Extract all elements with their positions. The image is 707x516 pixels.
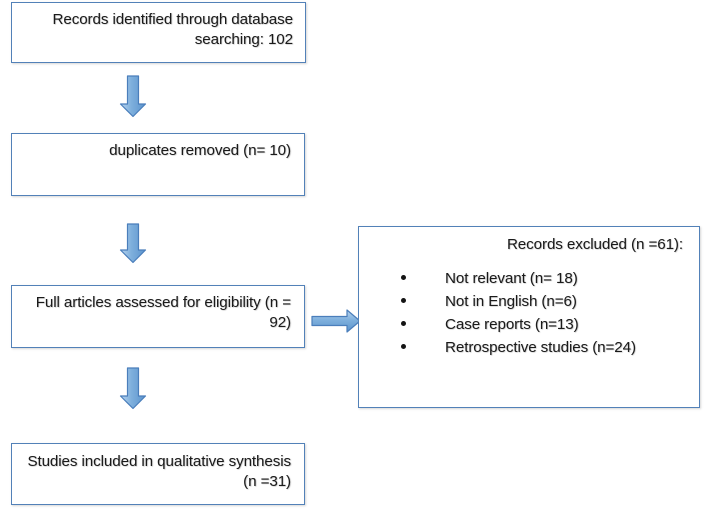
list-item: Not relevant (n= 18): [373, 267, 689, 290]
box-records-identified: Records identified through database sear…: [11, 2, 306, 63]
eligibility-line1: Full articles assessed for eligibility (…: [35, 294, 279, 311]
bullet-icon: [401, 344, 406, 350]
bullet-icon: [401, 298, 406, 304]
reason-label: Retrospective studies (n=24): [445, 339, 636, 357]
bullet-icon: [401, 275, 406, 280]
duplicates-removed-line1: duplicates removed (n= 10): [109, 142, 291, 159]
records-excluded-reason-list: Not relevant (n= 18) Not in English (n=6…: [373, 267, 689, 359]
arrow-down-icon: [116, 74, 150, 118]
records-excluded-title: Records excluded (n =61):: [506, 236, 683, 253]
box-studies-included-text: Studies included in qualitative synthesi…: [24, 452, 291, 492]
reason-label: Not in English (n=6): [445, 293, 577, 311]
list-item: Not in English (n=6): [373, 290, 689, 313]
arrow-right-icon: [310, 306, 362, 336]
box-records-excluded: Records excluded (n =61): Not relevant (…: [358, 226, 700, 408]
box-duplicates-removed-text: duplicates removed (n= 10): [24, 141, 291, 161]
box-full-articles-eligibility: Full articles assessed for eligibility (…: [11, 285, 305, 348]
bullet-icon: [401, 321, 406, 327]
box-full-articles-eligibility-text: Full articles assessed for eligibility (…: [24, 293, 291, 333]
records-identified-line1: Records identified through database: [52, 11, 293, 28]
reason-label: Case reports (n=13): [445, 316, 579, 334]
studies-included-line1: Studies included in qualitative: [27, 453, 225, 470]
box-duplicates-removed: duplicates removed (n= 10): [11, 133, 305, 196]
arrow-down-icon: [116, 222, 150, 266]
reason-label: Not relevant (n= 18): [445, 270, 578, 287]
list-item: Case reports (n=13): [373, 313, 689, 336]
records-identified-line2: searching: 102: [194, 31, 293, 49]
list-item: Retrospective studies (n=24): [373, 336, 689, 359]
studies-included-line2: synthesis (n =31): [228, 453, 292, 491]
box-studies-included: Studies included in qualitative synthesi…: [11, 443, 305, 505]
eligibility-line2: = 92): [269, 294, 291, 332]
box-records-identified-text: Records identified through database sear…: [24, 10, 293, 50]
arrow-down-icon: [116, 365, 150, 411]
